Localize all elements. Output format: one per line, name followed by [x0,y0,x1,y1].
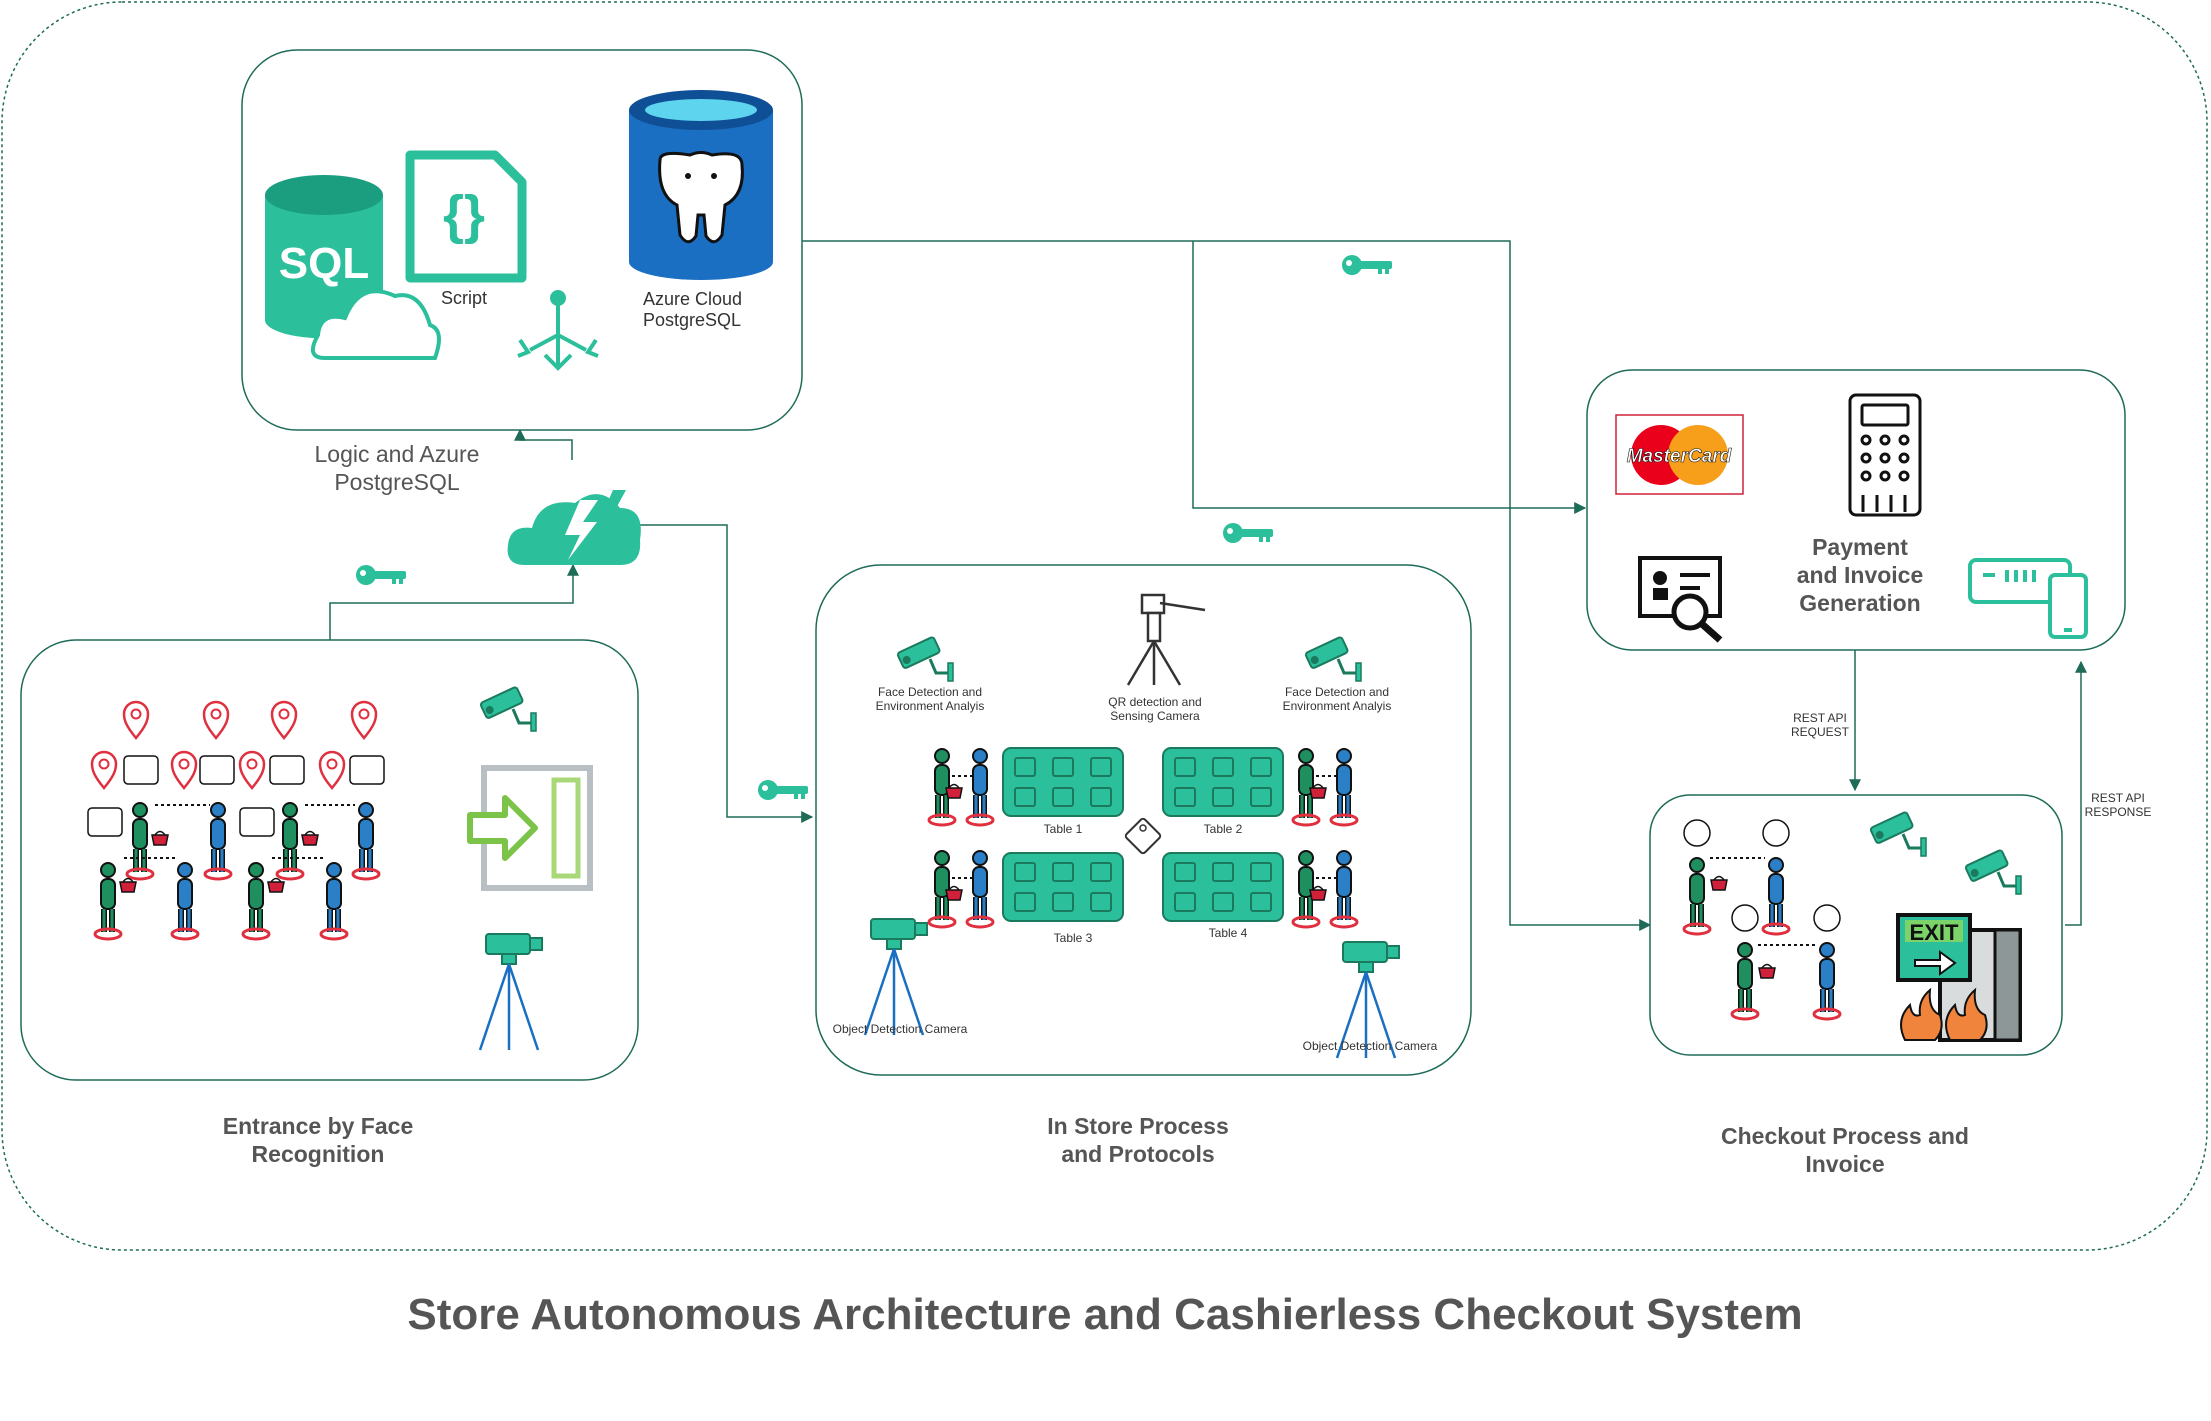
connector-checkout-to-payment [2065,660,2087,926]
azure-postgresql-label: Azure Cloud PostgreSQL [643,289,743,330]
key-icon [758,780,808,800]
rest-api-response-label: REST API RESPONSE [2084,791,2152,819]
checkout-shoppers-icon [1684,819,1840,1019]
connector-db-right [802,240,1652,931]
qr-tripod-icon [1126,593,1206,686]
table-2-label: Table 2 [1203,822,1243,836]
script-label: Script [441,288,488,308]
instore-group-label: In Store Process and Protocols [1047,1113,1229,1167]
card-terminal-icon [1848,393,1922,517]
id-search-icon [1638,556,1723,643]
entry-door-icon [467,765,593,891]
payment-label: Payment and Invoice Generation [1796,534,1924,616]
table-4-label: Table 4 [1208,926,1248,940]
table-1-label: Table 1 [1043,822,1083,836]
table-block [1002,747,1124,817]
checkout-group-label: Checkout Process and Invoice [1721,1123,1969,1177]
crowd-icon [87,700,385,939]
connector-cloud-to-instore [640,524,814,823]
key-icon [1342,255,1392,275]
entrance-box [20,639,639,1081]
connector-entrance-to-cloud [329,563,579,640]
rest-api-request-label: REST API REQUEST [1790,711,1849,739]
script-icon: {} [405,150,527,283]
tag-icon [1124,817,1162,855]
qr-camera-label: QR detection and Sensing Camera [1108,695,1202,723]
hub-icon [517,290,599,371]
entrance-group [20,639,639,1081]
face-detection-left-label: Face Detection and Environment Analyis [875,685,985,713]
database-group-label: Logic and Azure PostgreSQL [314,441,480,495]
checkout-group: EXIT [1649,794,2063,1056]
system-boundary [1,1,2208,1251]
key-icon [356,565,406,585]
fire-exit-icon: EXIT [1896,913,2022,1042]
receipt-printer-icon [1968,558,2088,639]
azure-postgresql-icon [629,90,773,280]
script-icon-text: {} [443,185,485,245]
connector-cloud-to-db [514,428,573,460]
object-camera-left-label: Object Detection Camera [832,1022,968,1036]
exit-sign-text: EXIT [1910,920,1959,945]
table-block [1162,852,1284,922]
instore-group [815,564,1472,1076]
page-title: Store Autonomous Architecture and Cashie… [407,1290,1803,1339]
face-detection-right-label: Face Detection and Environment Analyis [1282,685,1392,713]
mastercard-text: MasterCard [1627,446,1732,467]
payment-group: MasterCard [1586,369,2126,651]
entrance-group-label: Entrance by Face Recognition [222,1113,414,1167]
lightning-cloud-icon [507,490,641,565]
table-block [1162,747,1284,817]
mastercard-icon: MasterCard [1615,414,1744,495]
sql-icon-text: SQL [279,239,369,288]
connector-db-to-payment [1192,241,1587,514]
database-group: SQL {} [241,49,803,431]
sql-database-icon: SQL [265,175,441,360]
object-camera-right-label: Object Detection Camera [1302,1039,1438,1053]
table-block [1002,852,1124,922]
key-icon [1223,523,1273,543]
table-3-label: Table 3 [1053,931,1093,945]
